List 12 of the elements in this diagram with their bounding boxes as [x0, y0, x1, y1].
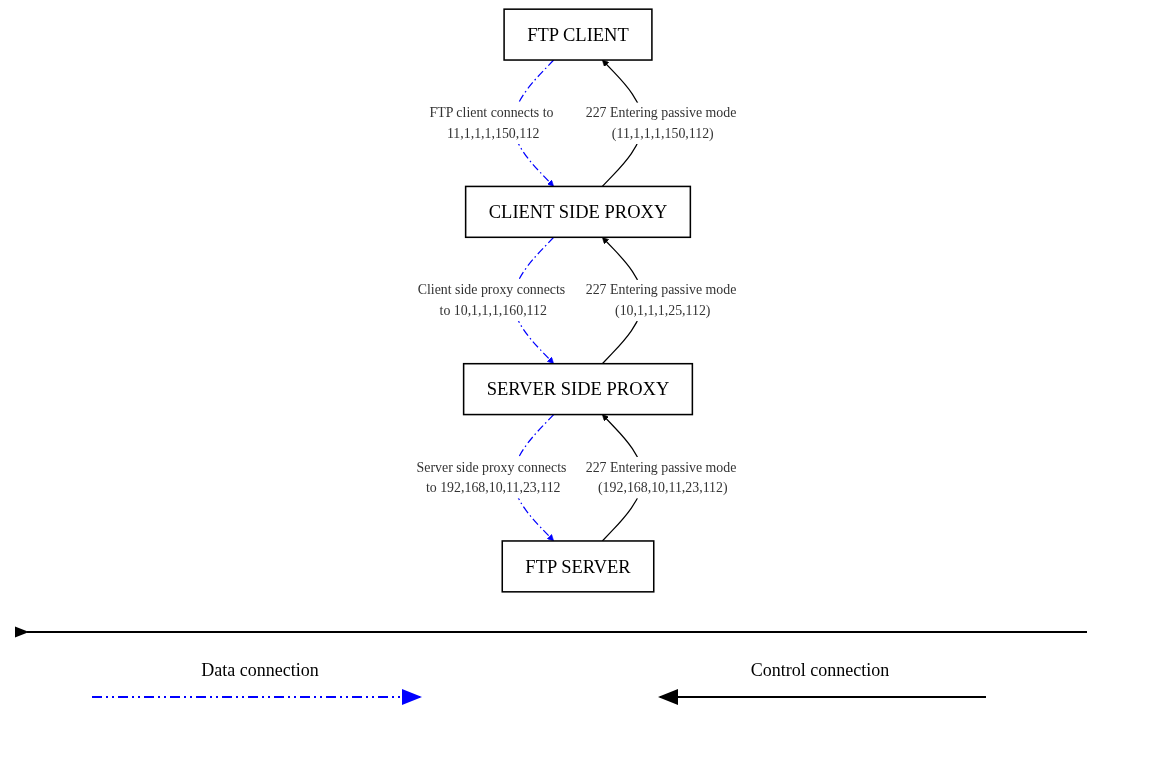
node-box: SERVER SIDE PROXY	[462, 362, 694, 415]
legend-label: Control connection	[750, 660, 890, 681]
edge-label: Client side proxy connects to 10,1,1,1,160,112	[417, 281, 566, 318]
node-box: CLIENT SIDE PROXY	[464, 185, 692, 238]
legend-label: Data connection	[201, 660, 319, 681]
edge-label: Server side proxy connects to 192,168,10,11,23,112	[416, 458, 567, 495]
edge-label: 227 Entering passive mode (10,1,1,1,25,112)	[585, 281, 737, 318]
edge-label: 227 Entering passive mode (11,1,1,1,150,112)	[585, 104, 737, 141]
node-box: FTP CLIENT	[503, 7, 653, 61]
edge-label: 227 Entering passive mode (192,168,10,11,23,112)	[585, 458, 737, 495]
node-box: FTP SERVER	[501, 539, 655, 593]
edge-label: FTP client connects to 11,1,1,1,150,112	[429, 104, 554, 141]
